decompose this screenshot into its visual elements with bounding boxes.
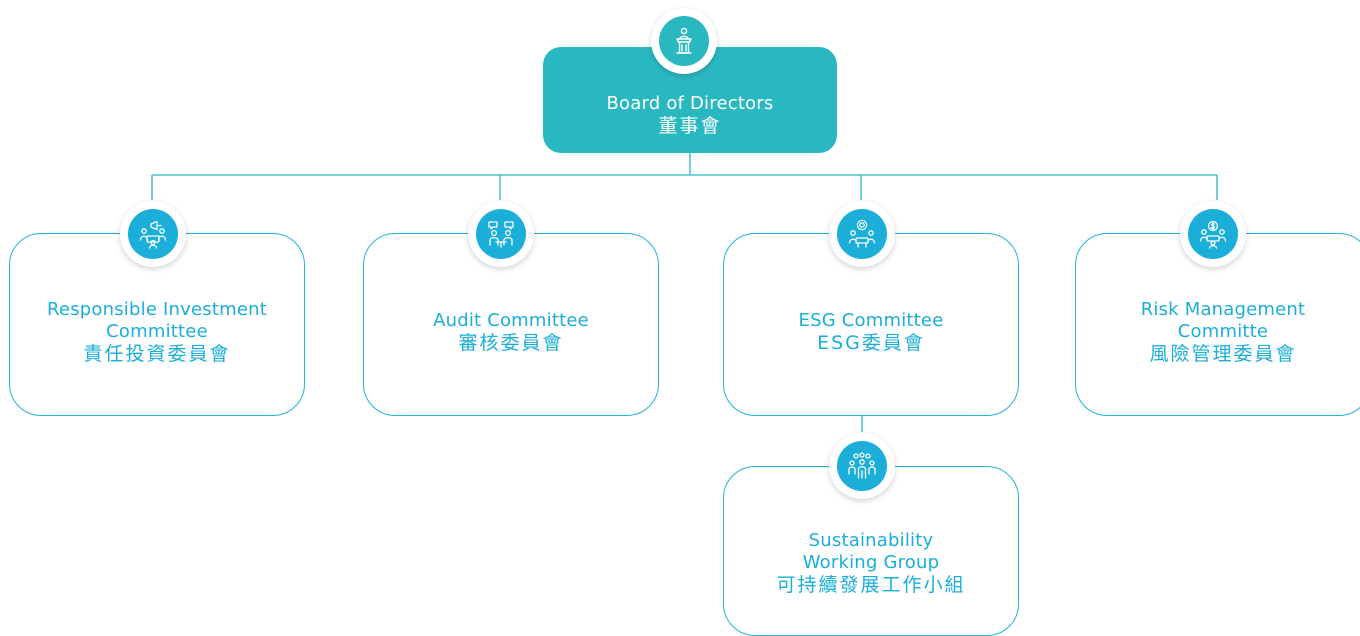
working-group-title-en-line2: Working Group <box>802 552 940 573</box>
committee-title-en: Audit Committee <box>433 309 589 331</box>
committee-title-en-line2: Committee <box>106 320 208 342</box>
committee-title-zh: ESG委員會 <box>817 331 925 354</box>
board-title-en: Board of Directors <box>606 93 774 114</box>
committee-title-zh: 責任投資委員會 <box>83 342 231 365</box>
team-group-icon <box>829 433 895 499</box>
committee-title-en: ESG Committee <box>798 309 944 331</box>
committee-title-zh: 審核委員會 <box>458 331 564 354</box>
working-group-title-zh: 可持續發展工作小組 <box>776 574 966 596</box>
board-title-zh: 董事會 <box>658 115 722 137</box>
committee-title-zh: 風險管理委員會 <box>1149 342 1297 365</box>
working-group-title-en-line1: Sustainability <box>808 530 934 551</box>
committee-title-en-line1: Responsible Investment <box>47 298 267 320</box>
podium-speaker-icon <box>651 8 717 74</box>
committee-title-en-line1: Risk Management <box>1140 298 1306 320</box>
connector-lines <box>151 153 1218 432</box>
two-people-discussion-icon <box>468 201 534 267</box>
meeting-gear-icon <box>829 201 895 267</box>
board-of-directors-box: Board of Directors 董事會 <box>543 47 837 153</box>
meeting-megaphone-icon <box>120 201 186 267</box>
meeting-dollar-icon <box>1180 201 1246 267</box>
committee-title-en-line2: Committe <box>1177 320 1269 342</box>
